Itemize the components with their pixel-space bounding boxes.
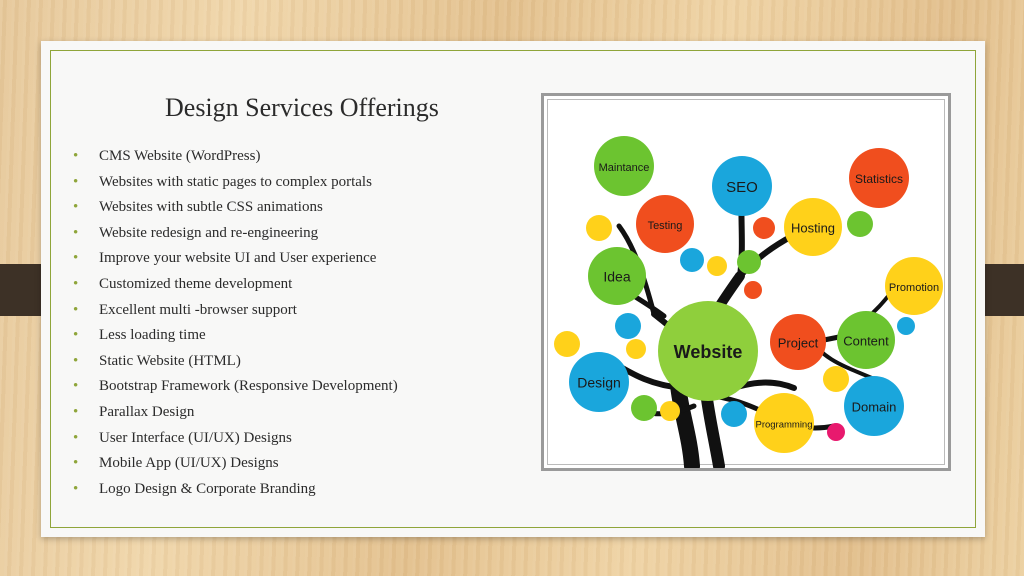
- bullet-icon: •: [73, 301, 79, 318]
- svg-text:Hosting: Hosting: [791, 220, 835, 235]
- list-item: •Excellent multi -browser support: [73, 301, 297, 318]
- website-tree-picture: Maintance SEO Statistics Testing Hosting…: [541, 93, 951, 471]
- red-dot: [753, 217, 775, 239]
- slide-frame: [50, 50, 976, 528]
- tree-node-maintance: Maintance: [594, 136, 654, 196]
- yellow-dot: [626, 339, 646, 359]
- list-item: •Mobile App (UI/UX) Designs: [73, 455, 279, 472]
- yellow-dot: [660, 401, 680, 421]
- svg-text:Content: Content: [843, 333, 889, 348]
- services-list: •CMS Website (WordPress) •Websites with …: [73, 146, 398, 504]
- svg-text:Maintance: Maintance: [599, 162, 650, 174]
- website-tree-diagram: Maintance SEO Statistics Testing Hosting…: [554, 136, 943, 468]
- bullet-icon: •: [73, 429, 79, 446]
- blue-dot: [721, 401, 747, 427]
- svg-text:Programming: Programming: [755, 420, 812, 431]
- list-item: •Improve your website UI and User experi…: [73, 250, 377, 267]
- bullet-icon: •: [73, 327, 79, 344]
- tree-node-project: Project: [770, 314, 826, 370]
- svg-text:Design: Design: [577, 375, 621, 391]
- list-item: •Static Website (HTML): [73, 352, 241, 369]
- list-item: •Bootstrap Framework (Responsive Develop…: [73, 378, 398, 395]
- list-item: •Customized theme development: [73, 275, 293, 292]
- yellow-dot: [554, 331, 580, 357]
- list-item: •Websites with subtle CSS animations: [73, 199, 323, 216]
- list-item: •User Interface (UI/UX) Designs: [73, 429, 292, 446]
- bullet-icon: •: [73, 403, 79, 420]
- bullet-icon: •: [73, 480, 79, 497]
- svg-text:Testing: Testing: [648, 220, 683, 232]
- blue-dot: [680, 248, 704, 272]
- tree-node-programming: Programming: [754, 393, 814, 453]
- list-item: •Less loading time: [73, 327, 206, 344]
- tree-node-design: Design: [569, 352, 629, 412]
- tree-node-idea: Idea: [588, 247, 646, 305]
- list-item: •Logo Design & Corporate Branding: [73, 480, 316, 497]
- slide-card: Design Services Offerings •CMS Website (…: [41, 41, 985, 537]
- tree-node-statistics: Statistics: [849, 148, 909, 208]
- svg-text:Domain: Domain: [852, 399, 897, 414]
- yellow-dot: [707, 256, 727, 276]
- bullet-icon: •: [73, 199, 79, 216]
- svg-text:Idea: Idea: [603, 269, 630, 285]
- green-dot: [737, 250, 761, 274]
- green-dot: [631, 395, 657, 421]
- bullet-icon: •: [73, 352, 79, 369]
- tree-node-promotion: Promotion: [885, 257, 943, 315]
- bullet-icon: •: [73, 224, 79, 241]
- pink-dot: [827, 423, 845, 441]
- blue-dot: [897, 317, 915, 335]
- tree-node-seo: SEO: [712, 156, 772, 216]
- svg-text:Statistics: Statistics: [855, 172, 903, 186]
- yellow-dot: [586, 215, 612, 241]
- slide-title: Design Services Offerings: [165, 93, 439, 122]
- svg-text:Project: Project: [778, 335, 819, 350]
- svg-text:Promotion: Promotion: [889, 282, 939, 294]
- bullet-icon: •: [73, 250, 79, 267]
- svg-text:SEO: SEO: [726, 179, 758, 196]
- red-dot: [744, 281, 762, 299]
- tree-node-website: Website: [658, 301, 758, 401]
- green-dot: [847, 211, 873, 237]
- bullet-icon: •: [73, 148, 79, 164]
- svg-text:Website: Website: [674, 342, 743, 362]
- bullet-icon: •: [73, 455, 79, 472]
- tree-node-testing: Testing: [636, 195, 694, 253]
- blue-dot: [615, 313, 641, 339]
- tree-node-domain: Domain: [844, 376, 904, 436]
- bullet-icon: •: [73, 378, 79, 395]
- bullet-icon: •: [73, 275, 79, 292]
- bullet-icon: •: [73, 173, 79, 190]
- tree-node-hosting: Hosting: [784, 198, 842, 256]
- tree-node-content: Content: [837, 311, 895, 369]
- decorative-dots: [554, 211, 915, 441]
- list-item: •CMS Website (WordPress): [73, 148, 261, 164]
- list-item: •Parallax Design: [73, 403, 195, 420]
- list-item: •Websites with static pages to complex p…: [73, 173, 372, 190]
- yellow-dot: [823, 366, 849, 392]
- list-item: •Website redesign and re-engineering: [73, 224, 319, 241]
